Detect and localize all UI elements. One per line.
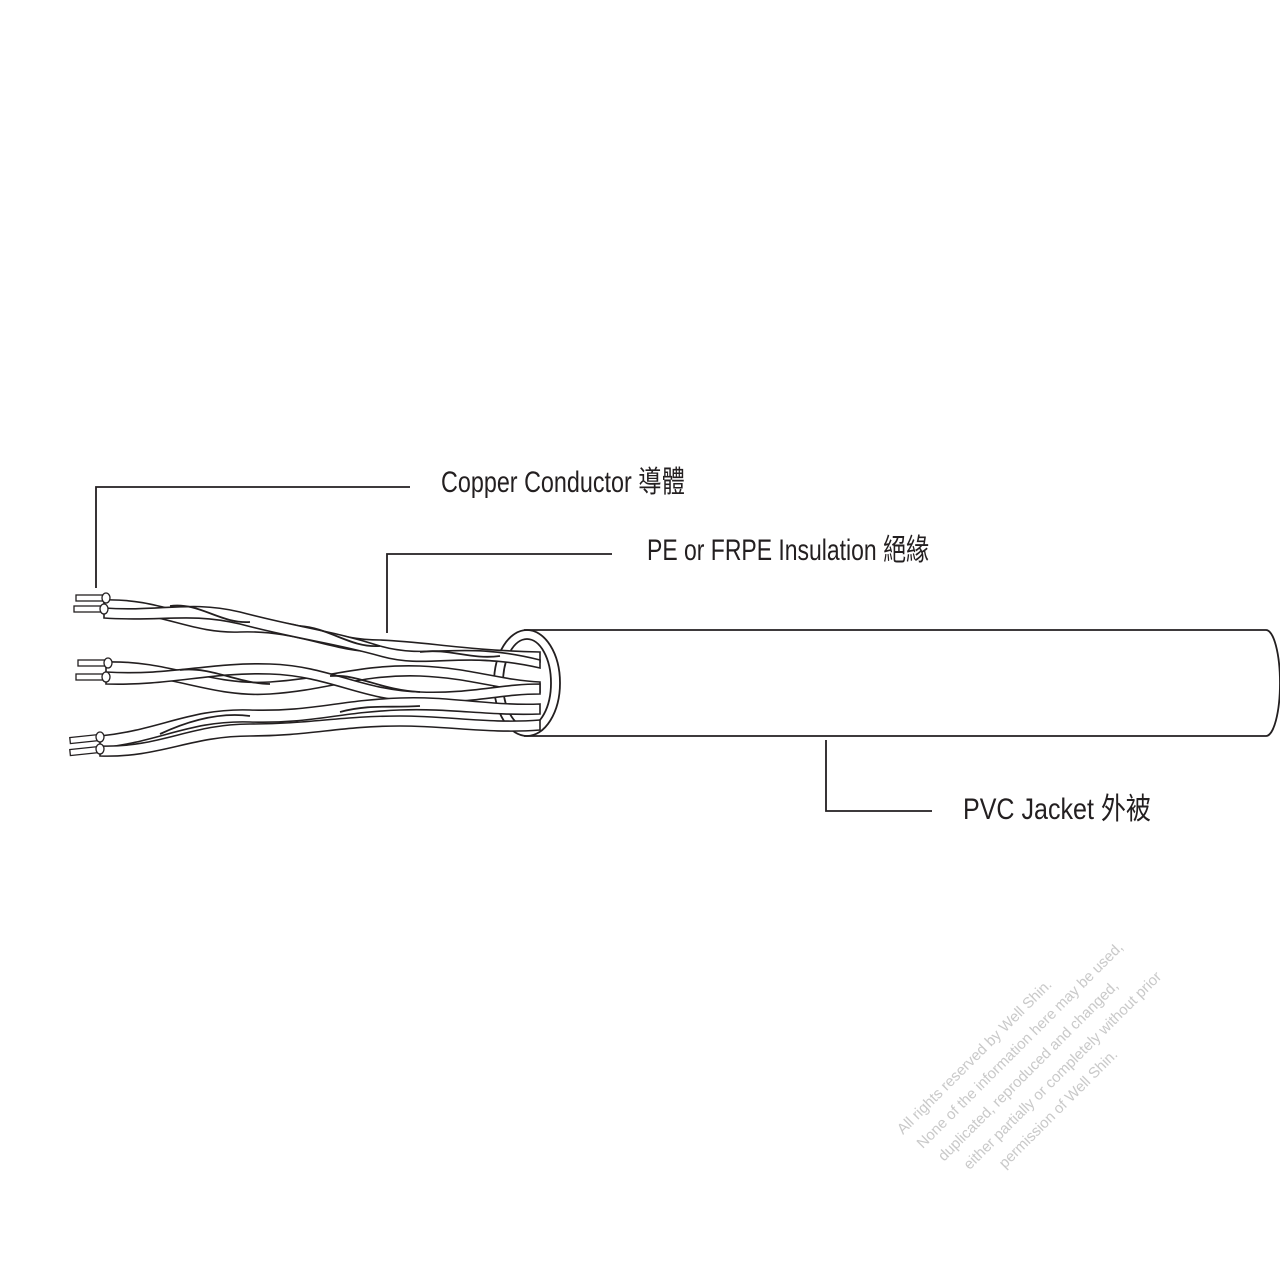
twisted-pair-bottom [99,696,541,757]
jacket-label: PVC Jacket 外被 [963,793,1151,826]
insulation-label: PE or FRPE Insulation 絕緣 [647,534,929,567]
insulation-leader-line [386,553,612,633]
conductor-label: Copper Conductor 導體 [441,466,685,499]
conductor-leader-line [95,486,410,588]
jacket-leader-line [825,740,932,812]
copper-conductors [69,592,113,757]
twisted-pair-middle [105,661,541,704]
copyright-watermark: All rights reserved by Well Shin. None o… [894,939,1165,1173]
pvc-jacket [493,629,1280,737]
twisted-pair-top [103,599,541,669]
